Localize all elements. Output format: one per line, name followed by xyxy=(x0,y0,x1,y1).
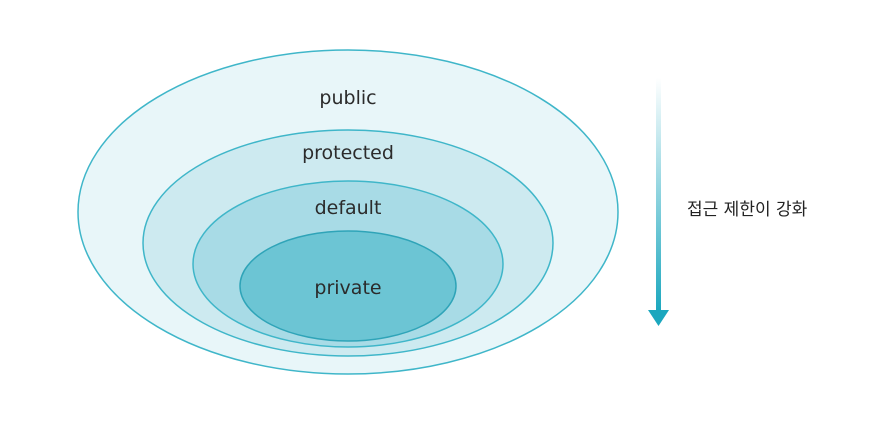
label-protected: protected xyxy=(302,142,394,164)
label-public: public xyxy=(319,87,376,109)
down-arrow-icon xyxy=(648,78,669,326)
label-default: default xyxy=(315,197,382,219)
ring-private xyxy=(239,230,457,342)
label-private: private xyxy=(314,277,381,299)
restriction-label: 접근 제한이 강화 xyxy=(687,200,808,220)
